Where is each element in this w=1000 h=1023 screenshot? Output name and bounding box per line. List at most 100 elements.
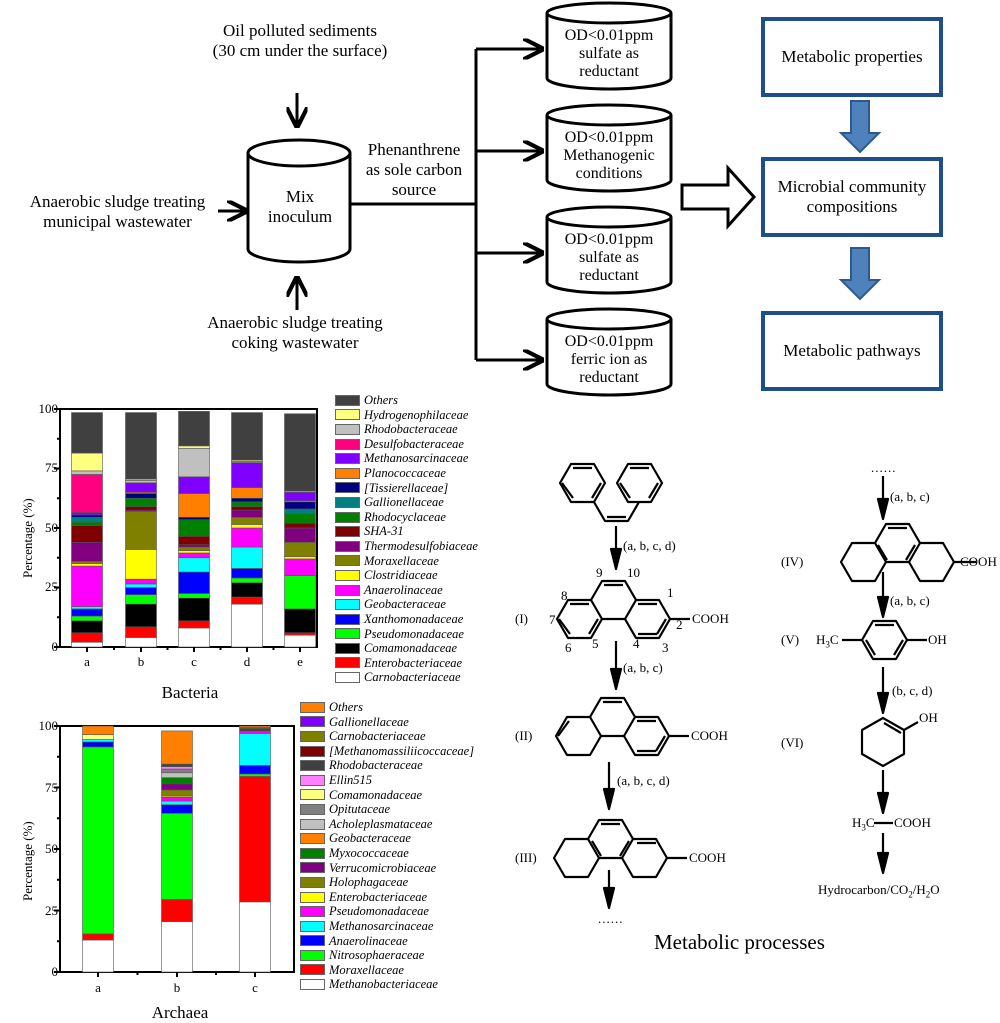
arrow-IV-to-V (876, 572, 890, 619)
reactor-cylinder-4 (545, 307, 673, 397)
archaea-legend-label: Anaerolinaceae (329, 933, 408, 948)
bacteria-legend-swatch (335, 628, 360, 640)
bacteria-legend-swatch (335, 584, 360, 596)
compound-II-label: (II) (515, 728, 533, 743)
bacteria-bar-a-others (71, 412, 103, 454)
bacteria-legend-label: Xanthomonadaceae (364, 611, 464, 626)
archaea-legend-label: Ellin515 (329, 772, 373, 787)
bacteria-legend-swatch (335, 569, 360, 581)
archaea-legend-label: Moraxellaceae (329, 962, 404, 977)
label-line: municipal wastewater (43, 211, 192, 231)
bacteria-xtick-d: d (243, 654, 251, 669)
label-line: source (391, 180, 437, 200)
archaea-legend-item: Geobacteraceae (300, 831, 474, 846)
archaea-legend-swatch (300, 716, 325, 728)
archaea-legend-label: Carnobacteriaceae (329, 729, 426, 744)
bacteria-legend-item: Pseudomonadaceae (335, 627, 478, 642)
flow-lines (218, 1, 882, 397)
bacteria-legend-swatch (335, 467, 360, 479)
archaea-legend-label: Nitrosophaeraceae (329, 948, 425, 963)
atom-number-8: 8 (561, 588, 568, 603)
archaea-legend-swatch (300, 891, 325, 903)
archaea-legend-swatch (300, 979, 325, 991)
archaea-legend-swatch (300, 701, 325, 713)
bacteria-legend-swatch (335, 409, 360, 421)
bacteria-ytick-75: 75 (45, 460, 58, 475)
archaea-legend-label: Verrucomicrobiaceae (329, 860, 437, 875)
compound-V-h3c: H3C (816, 632, 839, 650)
archaea-legend-item: Opitutaceae (300, 802, 474, 817)
atom-number-5: 5 (592, 636, 599, 651)
archaea-legend-label: Opitutaceae (329, 802, 391, 817)
label-line: Oil polluted sediments (223, 21, 377, 40)
reactor-1-label: OD<0.01ppm sulfate as reductant (549, 27, 669, 81)
bacteria-legend-swatch (335, 526, 360, 538)
archaea-legend-item: Anaerolinaceae (300, 934, 474, 949)
arrow-dots-to-IV (876, 476, 890, 521)
archaea-legend-item: [Methanomassiliicoccaceae] (300, 744, 474, 759)
bacteria-legend-item: Clostridiaceae (335, 568, 478, 583)
arrow-II-to-III (602, 762, 616, 811)
arrow-I-to-II (609, 641, 623, 691)
bacteria-bar-b-others (125, 412, 157, 480)
archaea-legend-label: Methanobacteriaceae (329, 977, 438, 992)
input-municipal-label: Anaerobic sludge treating municipal wast… (10, 192, 225, 231)
bacteria-bar-a-desulfobacteraceae (71, 474, 103, 513)
box-metabolic-pathways: Metabolic pathways (761, 311, 943, 391)
archaea-legend-label: Enterobacteriaceae (329, 889, 428, 904)
archaea-legend-item: Others (300, 700, 474, 715)
archaea-legend-item: Methanobacteriaceae (300, 977, 474, 992)
arrow-label-V-to-VI: (b, c, d) (892, 683, 933, 698)
box-metabolic-properties: Metabolic properties (761, 17, 943, 97)
archaea-legend-swatch (300, 789, 325, 801)
arrow-III-to-more (602, 870, 616, 910)
archaea-xtick-b: b (173, 980, 181, 995)
compound-III-label: (III) (515, 850, 537, 865)
blue-down-arrow-2 (838, 247, 882, 301)
bacteria-xtick-e: e (297, 654, 303, 669)
archaea-legend-swatch (300, 745, 325, 757)
bacteria-xtick-a: a (84, 654, 90, 669)
label-line: inoculum (267, 206, 333, 226)
atom-number-9: 9 (596, 565, 603, 580)
archaea-legend-item: Rhodobacteraceae (300, 758, 474, 773)
continuation-dots-right: ...... (871, 460, 897, 475)
archaea-bar-b-others (161, 730, 193, 765)
archaea-legend-swatch (300, 774, 325, 786)
atom-number-2: 2 (676, 617, 683, 632)
archaea-legend-swatch (300, 935, 325, 947)
archaea-legend-swatch (300, 818, 325, 830)
label-line: Anaerobic sludge treating (29, 192, 206, 211)
bacteria-legend-swatch (335, 599, 360, 611)
arrow-label-IV-to-V: (a, b, c) (890, 593, 930, 608)
bacteria-legend-swatch (335, 453, 360, 465)
archaea-legend-swatch (300, 949, 325, 961)
arrow-VI-to-acetic (876, 770, 890, 815)
bacteria-legend-label: Carnobacteriaceae (364, 670, 461, 685)
label-line: OD<0.01ppm (564, 27, 654, 44)
carbon-source-label: Phenanthrene as sole carbon source (355, 140, 473, 200)
archaea-bar-b-methanobacteriaceae (161, 921, 193, 973)
reactor-cylinder-3 (545, 205, 673, 295)
acetic-acid-cooh: COOH (894, 815, 931, 830)
archaea-legend-item: Gallionellaceae (300, 715, 474, 730)
atom-number-7: 7 (549, 612, 556, 627)
bacteria-legend-label: Methanosarcinaceae (364, 451, 469, 466)
archaea-legend-swatch (300, 876, 325, 888)
arrow-label-II-to-III: (a, b, c, d) (617, 773, 670, 788)
bacteria-legend-item: Anaerolinaceae (335, 583, 478, 598)
atom-number-6: 6 (565, 640, 572, 655)
atom-number-1: 1 (667, 585, 674, 600)
archaea-bar-b-nitrosophaeraceae (161, 813, 193, 900)
archaea-ytick-75: 75 (45, 780, 58, 795)
label-line: conditions (575, 164, 643, 182)
archaea-legend-item: Myxococcaceae (300, 846, 474, 861)
bacteria-legend-label: Desulfobacteraceae (364, 436, 464, 451)
archaea-xtick-c: c (252, 980, 258, 995)
mix-cylinder (246, 138, 352, 264)
phenanthrene-structure (558, 462, 664, 523)
archaea-legend-swatch (300, 803, 325, 815)
